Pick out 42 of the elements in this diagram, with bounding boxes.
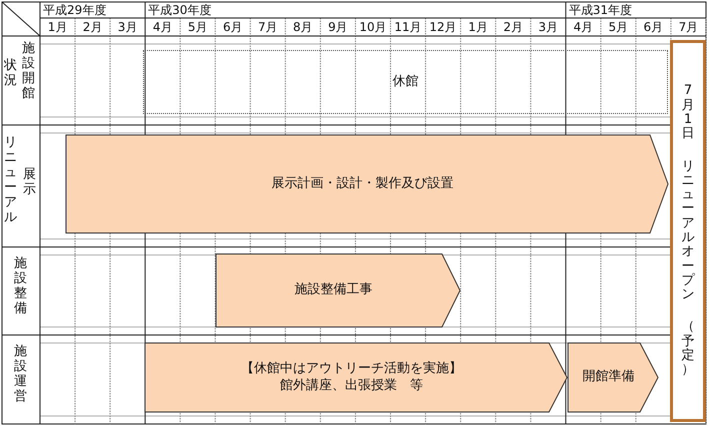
fiscal-year-header: 平成30年度 bbox=[148, 2, 212, 18]
fiscal-year-header: 平成29年度 bbox=[43, 2, 106, 18]
row-header: 施設開館 bbox=[22, 42, 35, 102]
month-header: 12月 bbox=[428, 19, 458, 35]
month-header: 1月 bbox=[467, 19, 489, 35]
milestone-text: （予定） bbox=[682, 320, 694, 378]
milestone-text: リニューアルオープン bbox=[682, 160, 694, 302]
month-header: 3月 bbox=[116, 19, 138, 35]
month-header: 5月 bbox=[608, 19, 630, 35]
arrow-bar bbox=[216, 254, 460, 327]
arrow-bar bbox=[568, 343, 658, 412]
closure-period-box bbox=[143, 50, 668, 114]
month-header: 2月 bbox=[82, 19, 104, 35]
month-header: 8月 bbox=[292, 19, 314, 35]
bar-label: 館外講座、出張授業 等 bbox=[280, 378, 424, 394]
month-header: 6月 bbox=[222, 19, 244, 35]
milestone-text: 7月1日 bbox=[682, 84, 694, 142]
row-header: 施設運営 bbox=[14, 345, 27, 405]
month-header: 7月 bbox=[257, 19, 279, 35]
month-header: 4月 bbox=[152, 19, 174, 35]
row-header: 状況 bbox=[4, 59, 17, 89]
row-header: 展示 bbox=[23, 168, 36, 198]
period-label: 休館 bbox=[392, 74, 418, 90]
bar-label: 【休館中はアウトリーチ活動を実施】 bbox=[241, 360, 463, 378]
month-header: 4月 bbox=[572, 19, 594, 35]
month-header: 6月 bbox=[642, 19, 664, 35]
bar-label: 施設整備工事 bbox=[294, 282, 374, 299]
bar-label: 展示計画・設計・製作及び設置 bbox=[272, 176, 454, 192]
row-header: リニューアル bbox=[4, 136, 17, 226]
month-header: 9月 bbox=[327, 19, 349, 35]
row-header: 施設整備 bbox=[14, 257, 27, 317]
month-header: 11月 bbox=[393, 19, 423, 35]
bar-label: 開館準備 bbox=[582, 369, 636, 386]
milestone-box bbox=[670, 40, 706, 422]
month-header: 7月 bbox=[678, 19, 700, 35]
month-header: 2月 bbox=[502, 19, 524, 35]
month-header: 3月 bbox=[537, 19, 560, 35]
month-header: 10月 bbox=[358, 19, 388, 35]
month-header: 5月 bbox=[186, 19, 209, 35]
fiscal-year-header: 平成31年度 bbox=[568, 2, 632, 18]
arrow-bar bbox=[66, 135, 668, 233]
month-header: 1月 bbox=[46, 19, 68, 35]
